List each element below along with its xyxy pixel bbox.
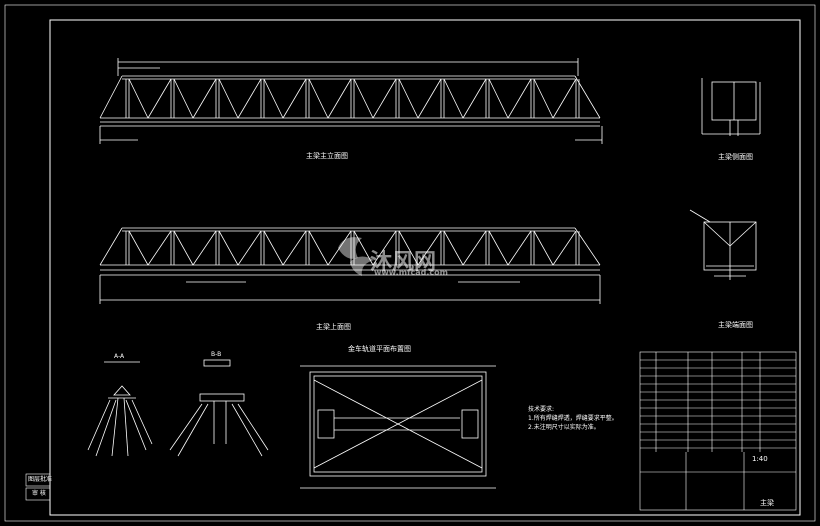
truss-member xyxy=(282,78,307,119)
top-view-truss xyxy=(99,227,601,304)
end-section-title: 主梁端面图 xyxy=(718,321,753,329)
truss-member xyxy=(147,230,172,266)
side-tab-line1: 图层批准 xyxy=(28,476,53,483)
truss-member xyxy=(462,230,487,266)
plan-detail-view xyxy=(300,365,496,489)
tech-note-2: 2.未注明尺寸以实际为准。 xyxy=(528,424,600,431)
truss-member xyxy=(308,230,329,266)
truss-member xyxy=(507,230,532,266)
truss-member xyxy=(533,230,554,266)
side-section-view xyxy=(701,78,761,136)
truss-member xyxy=(552,230,577,266)
tech-note-1: 1.所有焊缝焊透，焊缝要求平整。 xyxy=(528,415,618,422)
truss-member xyxy=(327,78,352,119)
truss-member xyxy=(192,230,217,266)
truss-member xyxy=(327,230,352,266)
truss-member xyxy=(147,78,172,119)
front-view-title: 主梁主立面图 xyxy=(306,152,348,160)
inner-frame xyxy=(49,19,801,516)
truss-member xyxy=(398,78,419,119)
truss-member xyxy=(237,78,262,119)
truss-member xyxy=(417,78,442,119)
outer-frame xyxy=(4,4,816,522)
truss-member xyxy=(552,78,577,119)
truss-member xyxy=(192,78,217,119)
truss-member xyxy=(173,230,194,266)
plan-detail-title: 金车轨道平面布置图 xyxy=(348,345,411,353)
truss-member xyxy=(398,230,419,266)
truss-member xyxy=(237,230,262,266)
truss-member xyxy=(263,78,284,119)
truss-member xyxy=(443,78,464,119)
detail-a-title: A-A xyxy=(114,353,125,360)
truss-member xyxy=(443,230,464,266)
truss-member xyxy=(372,230,397,266)
front-elevation-truss xyxy=(99,58,603,144)
title-block-name: 主梁 xyxy=(760,499,774,507)
truss-member xyxy=(417,230,442,266)
tech-notes-title: 技术要求: xyxy=(528,406,555,413)
side-view-title: 主梁侧面图 xyxy=(718,153,753,161)
truss-member xyxy=(128,230,149,266)
truss-member xyxy=(488,78,509,119)
truss-member xyxy=(128,78,149,119)
truss-member xyxy=(488,230,509,266)
top-view-title: 主梁上面图 xyxy=(316,323,351,331)
title-block-scale: 1:40 xyxy=(752,455,768,463)
truss-member xyxy=(533,78,554,119)
truss-member xyxy=(507,78,532,119)
detail-a xyxy=(87,361,153,457)
detail-b-title: B-B xyxy=(211,351,222,358)
truss-member xyxy=(353,230,374,266)
truss-member xyxy=(173,78,194,119)
watermark-text: 沐风网 xyxy=(370,250,437,275)
truss-member xyxy=(282,230,307,266)
title-block xyxy=(639,351,797,511)
end-section-view xyxy=(689,209,757,280)
detail-b xyxy=(169,359,269,457)
truss-member xyxy=(218,78,239,119)
truss-member xyxy=(462,78,487,119)
side-tab-line2: 审 核 xyxy=(32,490,46,497)
truss-member xyxy=(218,230,239,266)
truss-member xyxy=(263,230,284,266)
watermark-url: www.mfcad.com xyxy=(374,268,448,277)
truss-member xyxy=(353,78,374,119)
watermark-logo xyxy=(338,237,374,276)
truss-member xyxy=(308,78,329,119)
side-tab xyxy=(25,473,51,501)
tech-notes: 技术要求: 1.所有焊缝焊透，焊缝要求平整。 2.未注明尺寸以实际为准。 xyxy=(528,405,618,432)
truss-member xyxy=(372,78,397,119)
